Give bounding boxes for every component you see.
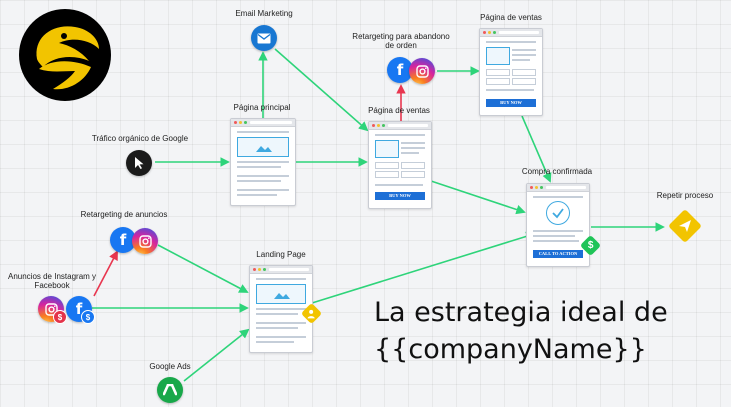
landing-page-label: Landing Page [256, 250, 306, 259]
edge-landing-to-compra [311, 231, 536, 304]
image-placeholder-icon [256, 284, 306, 304]
anuncios-ig-fb-label: Anuncios de Instagram y Facebook [7, 272, 97, 290]
repetir-proceso-label: Repetir proceso [656, 191, 714, 200]
dollar-badge-icon: $ [81, 310, 95, 324]
pagina-principal-label: Página principal [233, 103, 291, 112]
google-ads-label: Google Ads [149, 362, 191, 371]
cursor-icon[interactable] [126, 150, 152, 176]
image-placeholder-icon [237, 137, 289, 157]
dollar-badge-icon: $ [53, 310, 67, 324]
edge-anuncios-to-retargeting [93, 250, 118, 297]
instagram-icon[interactable] [132, 228, 158, 254]
buy-now-button[interactable]: BUY NOW [375, 192, 425, 200]
edge-ventas-mid-to-compra [430, 180, 526, 215]
compra-confirmada-label: Compra confirmada [521, 167, 593, 176]
person-icon [300, 302, 323, 325]
edge-retargeting-to-landing [157, 244, 249, 293]
pagina-ventas-top-mockup[interactable]: BUY NOW [479, 28, 543, 116]
call-to-action-button[interactable]: CALL TO ACTION [533, 250, 583, 258]
edge-googleads-to-landing [183, 328, 250, 382]
instagram-icon[interactable] [409, 58, 435, 84]
trafico-organico-label: Tráfico orgánico de Google [91, 134, 189, 143]
pagina-ventas-mid-label: Página de ventas [368, 106, 430, 115]
landing-page-mockup[interactable] [249, 265, 313, 353]
email-marketing-label: Email Marketing [235, 9, 293, 18]
buy-now-button[interactable]: BUY NOW [486, 99, 536, 107]
retargeting-anuncios-label: Retargeting de anuncios [80, 210, 168, 219]
email-icon[interactable] [251, 25, 277, 51]
facebook-icon[interactable]: f [387, 57, 413, 83]
send-icon[interactable] [668, 209, 702, 243]
pagina-ventas-mid-mockup[interactable]: BUY NOW [368, 121, 432, 209]
facebook-icon[interactable]: f [110, 227, 136, 253]
edge-ventas-top-to-compra [521, 115, 552, 183]
google-ads-icon[interactable] [157, 377, 183, 403]
retargeting-abandono-label: Retargeting para abandono de orden [352, 32, 450, 50]
pagina-principal-mockup[interactable] [230, 118, 296, 206]
check-icon [546, 201, 570, 225]
compra-confirmada-mockup[interactable]: CALL TO ACTION [526, 183, 590, 267]
headline-title: La estrategia ideal de {{companyName}} [374, 297, 668, 365]
pagina-ventas-top-label: Página de ventas [480, 13, 542, 22]
edge-email-to-ventas [274, 48, 369, 132]
snake-logo-icon [19, 9, 111, 101]
